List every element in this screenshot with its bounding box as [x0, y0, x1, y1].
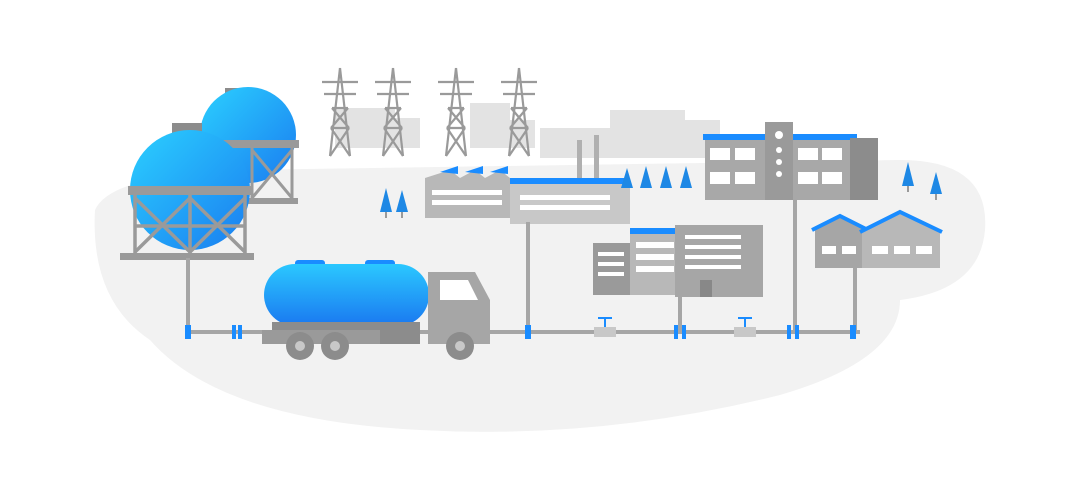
power-pylon-icon	[438, 67, 474, 157]
tree-icon	[621, 168, 633, 188]
office-building-icon	[703, 122, 878, 200]
tree-icon	[380, 188, 392, 218]
office-building-icon	[593, 225, 763, 297]
tanker-truck-icon	[262, 260, 490, 360]
tree-icon	[680, 166, 692, 188]
truck-wheel	[286, 332, 314, 360]
power-pylon-icon	[375, 67, 411, 157]
tree-icon	[930, 172, 942, 200]
tree-icon	[640, 166, 652, 188]
spherical-gas-tank-front	[120, 123, 254, 260]
power-pylons	[322, 67, 537, 157]
pipeline-icon	[185, 200, 860, 339]
power-pylon-icon	[501, 67, 537, 157]
house-icon	[811, 209, 943, 268]
tree-icon	[660, 166, 672, 188]
tree-icon	[396, 190, 408, 218]
trees	[380, 162, 942, 218]
truck-wheel	[321, 332, 349, 360]
tree-icon	[902, 162, 914, 192]
truck-wheel	[446, 332, 474, 360]
power-pylon-icon	[322, 67, 358, 157]
valve-icon	[594, 317, 616, 337]
factory-icon	[425, 135, 630, 224]
valve-icon	[734, 317, 756, 337]
